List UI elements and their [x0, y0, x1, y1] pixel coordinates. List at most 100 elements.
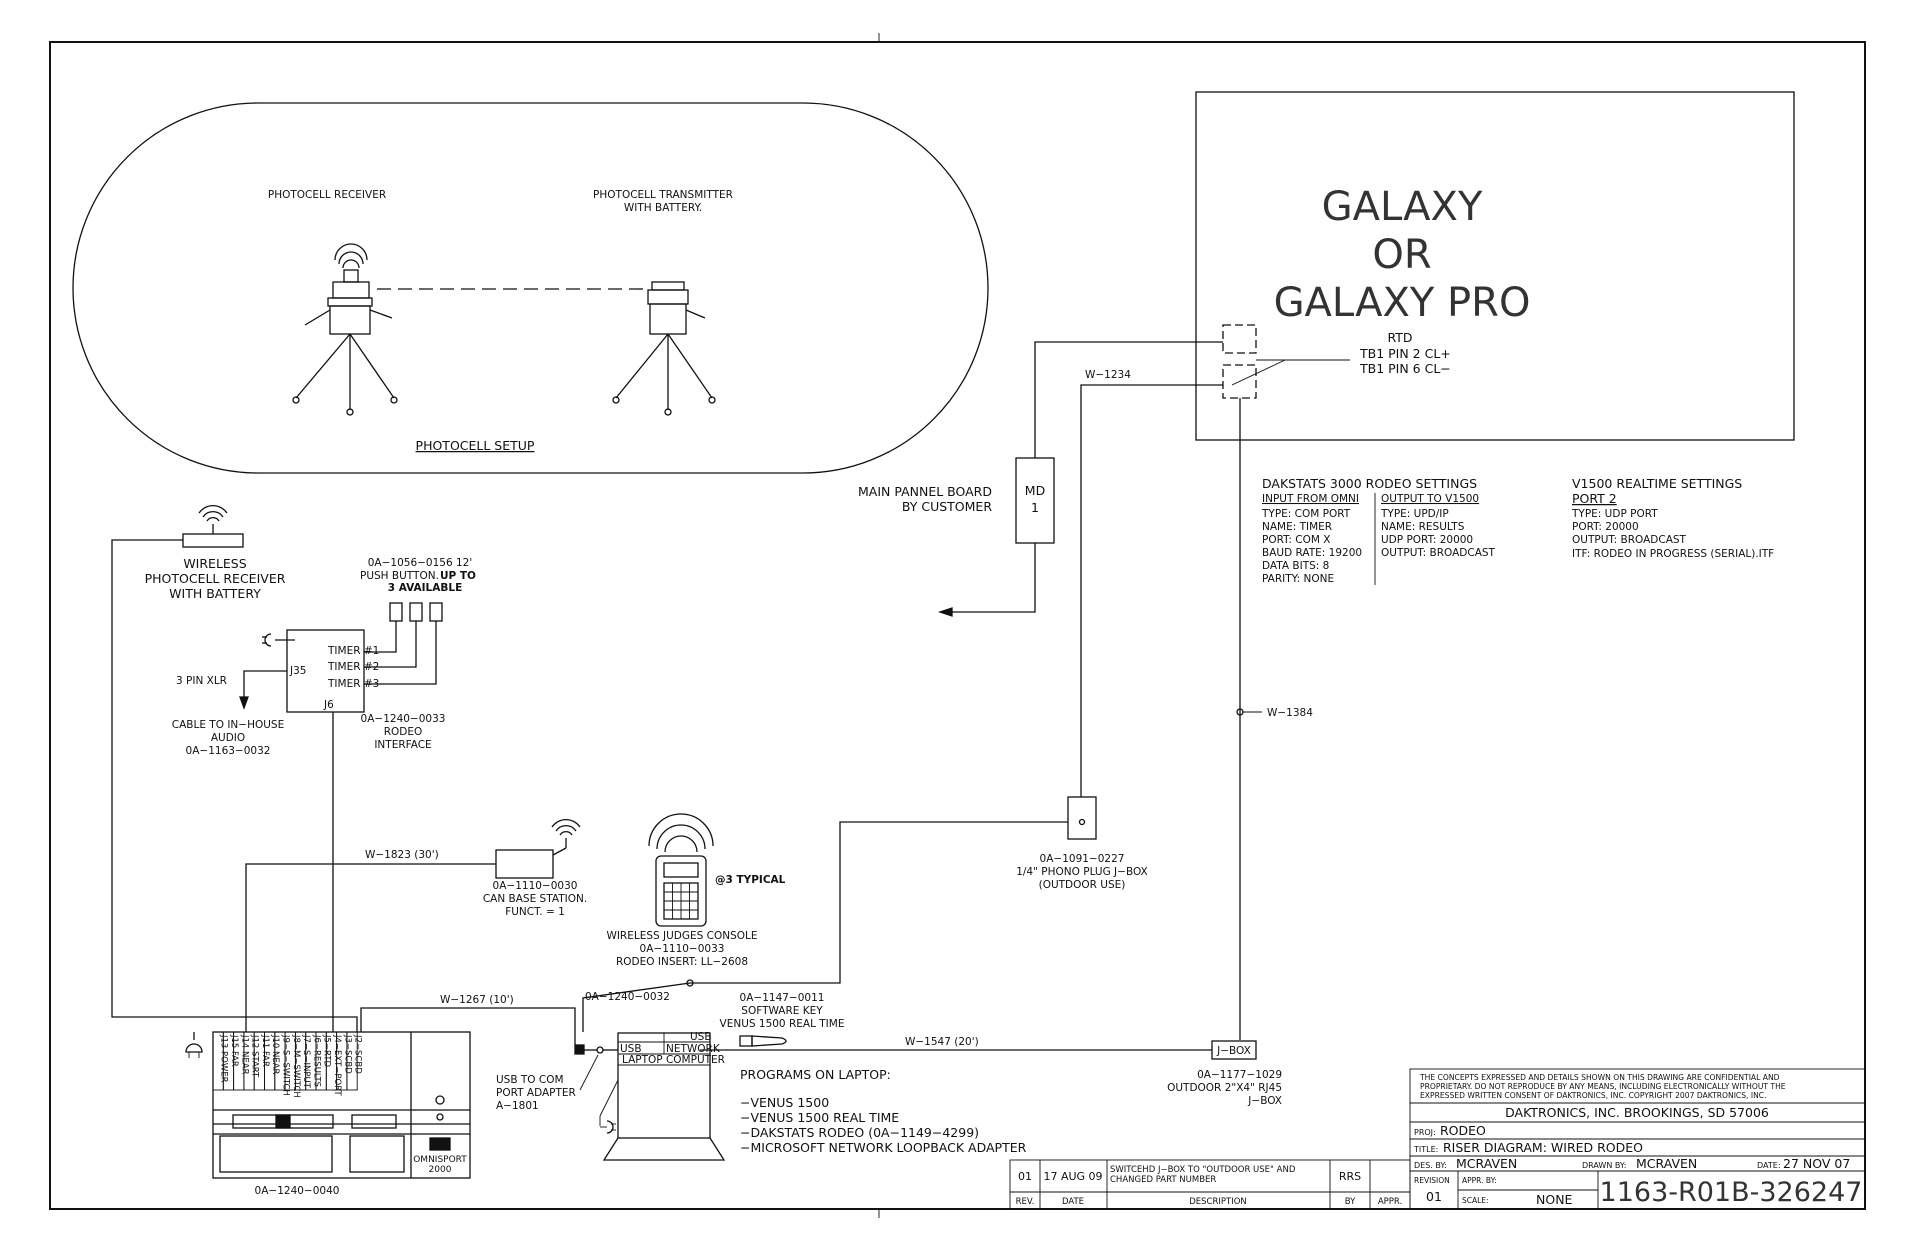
laptop-usb-label: USB: [690, 1031, 712, 1043]
judges-typical-label: @3 TYPICAL: [715, 874, 786, 886]
display-name-1: GALAXY: [1322, 184, 1483, 230]
rtd-label: RTD: [1387, 330, 1412, 345]
md-box-number: 1: [1031, 500, 1039, 515]
programs-on-laptop: PROGRAMS ON LAPTOP: −VENUS 1500 −VENUS 1…: [740, 1067, 1027, 1155]
dakstats-input-3: PORT: COM X: [1262, 534, 1330, 546]
md-label-2: BY CUSTOMER: [902, 499, 992, 514]
revision-value: 01: [1426, 1189, 1442, 1204]
phono-jbox: 0A−1091−0227 1/4" PHONO PLUG J−BOX (OUTD…: [1016, 796, 1148, 891]
display-connector-2: [1222, 364, 1257, 399]
xlr-label-1: CABLE TO IN−HOUSE: [172, 719, 284, 731]
usb-key-icon: [739, 1035, 753, 1047]
revision-label: REVISION: [1414, 1176, 1450, 1185]
j6-label: J6: [323, 699, 334, 711]
timer1-label: TIMER #1: [327, 645, 379, 657]
confidential-2: PROPRIETARY. DO NOT REPRODUCE BY ANY MEA…: [1420, 1082, 1786, 1091]
drawn-label: DRAWN BY:: [1582, 1161, 1626, 1170]
programs-title: PROGRAMS ON LAPTOP:: [740, 1067, 891, 1082]
pushbutton-2: [409, 602, 423, 622]
company-name: DAKTRONICS, INC. BROOKINGS, SD 57006: [1505, 1105, 1769, 1120]
dakstats-input-1: TYPE: COM PORT: [1261, 508, 1351, 520]
dakstats-input-4: BAUD RATE: 19200: [1262, 547, 1362, 559]
rodeo-interface: TIMER #1 TIMER #2 TIMER #3 J35 J6 0A−124…: [286, 629, 446, 751]
rev-desc-1: SWITCEHD J−BOX TO "OUTDOOR USE" AND: [1110, 1165, 1296, 1175]
program-4: −MICROSOFT NETWORK LOOPBACK ADAPTER: [740, 1140, 1027, 1155]
dakstats-output-head: OUTPUT TO V1500: [1381, 493, 1479, 505]
v1500-line-4: ITF: RODEO IN PROGRESS (SERIAL).ITF: [1572, 548, 1774, 560]
md-label-1: MAIN PANNEL BOARD: [858, 484, 992, 499]
dakstats-output-3: UDP PORT: 20000: [1381, 534, 1473, 546]
jbox-desc-1: 0A−1177−1029: [1197, 1069, 1282, 1081]
proj-value: RODEO: [1440, 1123, 1486, 1138]
jbox-desc-3: J−BOX: [1247, 1095, 1282, 1107]
software-key-label-2: SOFTWARE KEY: [741, 1005, 823, 1017]
pushbutton-label-4: 3 AVAILABLE: [388, 582, 463, 594]
omnisport-brand-2: 2000: [429, 1165, 452, 1175]
w1267-label: W−1267 (10'): [440, 994, 514, 1006]
pushbutton-3: [429, 602, 443, 622]
display-name-3: GALAXY PRO: [1274, 280, 1531, 326]
v1500-line-3: OUTPUT: BROADCAST: [1572, 534, 1687, 546]
display-name-2: OR: [1372, 232, 1431, 278]
can-base-station: 0A−1110−0030 CAN BASE STATION. FUNCT. = …: [483, 818, 587, 918]
dakstats-output-2: NAME: RESULTS: [1381, 521, 1465, 533]
des-label: DES. BY:: [1414, 1161, 1447, 1170]
xlr-label-2: AUDIO: [211, 732, 245, 744]
part-number: 1163-R01B-326247: [1600, 1177, 1863, 1208]
v1500-title: V1500 REALTIME SETTINGS: [1572, 476, 1742, 491]
rev-head-date: DATE: [1062, 1197, 1084, 1207]
laptop-label: LAPTOP COMPUTER: [622, 1054, 725, 1066]
v1500-settings: V1500 REALTIME SETTINGS PORT 2 TYPE: UDP…: [1571, 476, 1774, 560]
rev-head-by: BY: [1345, 1197, 1356, 1207]
des-value: MCRAVEN: [1456, 1156, 1517, 1171]
w1234-label: W−1234: [1085, 369, 1131, 381]
pushbutton-label-2: PUSH BUTTON.: [360, 570, 439, 582]
interface-label-1: 0A−1240−0033: [361, 713, 446, 725]
photocell-setup: PHOTOCELL RECEIVER PHOTOCELL TRANSMITTER…: [72, 102, 989, 474]
daktronics-logo-icon: [429, 1137, 451, 1151]
wireless-judges-console: @3 TYPICAL WIRELESS JUDGES CONSOLE 0A−11…: [606, 813, 786, 968]
wiring: W−1234 W−1384 0A−1240−0032 W−1547 (20') …: [111, 341, 1313, 1051]
dakstats-input-head: INPUT FROM OMNI: [1262, 493, 1359, 505]
galaxy-display: GALAXY OR GALAXY PRO RTD TB1 PIN 2 CL+ T…: [1195, 91, 1795, 441]
omnisport-part: 0A−1240−0040: [255, 1185, 340, 1197]
wireless-photocell-receiver: WIRELESS PHOTOCELL RECEIVER WITH BATTERY: [145, 504, 286, 601]
program-2: −VENUS 1500 REAL TIME: [740, 1110, 899, 1125]
phono-label-1: 0A−1091−0227: [1040, 853, 1125, 865]
rev-by: RRS: [1339, 1170, 1361, 1183]
laptop-network-label: NETWORK: [666, 1043, 721, 1055]
usb-adapter-label-2: PORT ADAPTER: [496, 1087, 576, 1099]
software-key-label-3: VENUS 1500 REAL TIME: [720, 1018, 845, 1030]
rj45-jbox: J−BOX 0A−1177−1029 OUTDOOR 2"X4" RJ45 J−…: [1167, 1040, 1282, 1107]
dakstats-title: DAKSTATS 3000 RODEO SETTINGS: [1262, 476, 1477, 491]
appr-label: APPR. BY:: [1462, 1176, 1497, 1185]
w1384-label: W−1384: [1267, 707, 1313, 719]
title-label: TITLE:: [1413, 1145, 1438, 1154]
md-panel: MD 1 MAIN PANNEL BOARD BY CUSTOMER: [858, 457, 1055, 544]
dakstats-input-2: NAME: TIMER: [1262, 521, 1332, 533]
revision-block: 01 17 AUG 09 SWITCEHD J−BOX TO "OUTDOOR …: [1009, 1159, 1411, 1210]
software-key: 0A−1147−0011 SOFTWARE KEY VENUS 1500 REA…: [720, 992, 845, 1047]
dakstats-output-1: TYPE: UPD/IP: [1380, 508, 1449, 520]
rev-desc-2: CHANGED PART NUMBER: [1110, 1175, 1216, 1185]
push-buttons: 0A−1056−0156 12' PUSH BUTTON. UP TO 3 AV…: [360, 557, 476, 622]
v1500-line-2: PORT: 20000: [1572, 521, 1639, 533]
software-key-label-1: 0A−1147−0011: [740, 992, 825, 1004]
omnisport-jack-label: J2−SCBD: [353, 1034, 363, 1074]
wireless-receiver-label-3: WITH BATTERY: [169, 586, 261, 601]
date-label: DATE:: [1757, 1161, 1781, 1170]
base-station-label-2: CAN BASE STATION.: [483, 893, 587, 905]
rev-head-desc: DESCRIPTION: [1189, 1197, 1247, 1207]
dakstats-input-5: DATA BITS: 8: [1262, 560, 1329, 572]
photocell-transmitter-label: PHOTOCELL TRANSMITTER: [593, 189, 733, 201]
judges-label-1: WIRELESS JUDGES CONSOLE: [606, 930, 757, 942]
dakstats-input-6: PARITY: NONE: [1262, 573, 1334, 585]
rev-head-rev: REV.: [1016, 1197, 1035, 1207]
proj-label: PROJ:: [1414, 1128, 1436, 1137]
program-3: −DAKSTATS RODEO (0A−1149−4299): [740, 1125, 979, 1140]
rev-date: 17 AUG 09: [1043, 1170, 1102, 1183]
rev-number: 01: [1018, 1170, 1032, 1183]
v1500-line-1: TYPE: UDP PORT: [1571, 508, 1658, 520]
tb1-pin2-label: TB1 PIN 2 CL+: [1359, 346, 1451, 361]
